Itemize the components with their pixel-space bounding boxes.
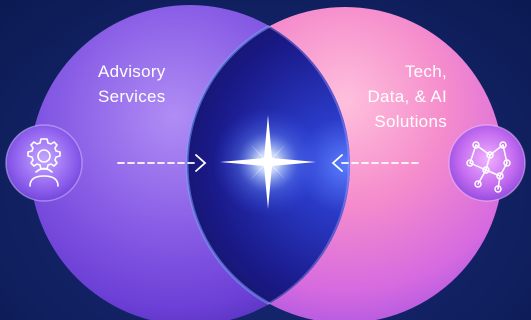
advisory-services-label: Advisory Services [98,59,166,109]
tech-line-2: Data, & AI [367,87,447,106]
advisory-line-1: Advisory [98,62,166,81]
left-icon-bubble [5,124,83,202]
gear-head-person-icon [27,138,61,187]
dashed-arrow-right [117,154,207,172]
dashed-arrow-left [331,154,421,172]
tech-data-ai-label: Tech, Data, & AI Solutions [367,59,447,134]
advisory-line-2: Services [98,87,166,106]
overlap-lens [187,7,350,320]
right-icon-bubble [448,124,526,202]
tech-line-3: Solutions [374,112,447,131]
tech-line-1: Tech, [404,62,447,81]
star-burst-icon [220,115,316,209]
network-nodes-icon [466,141,511,193]
